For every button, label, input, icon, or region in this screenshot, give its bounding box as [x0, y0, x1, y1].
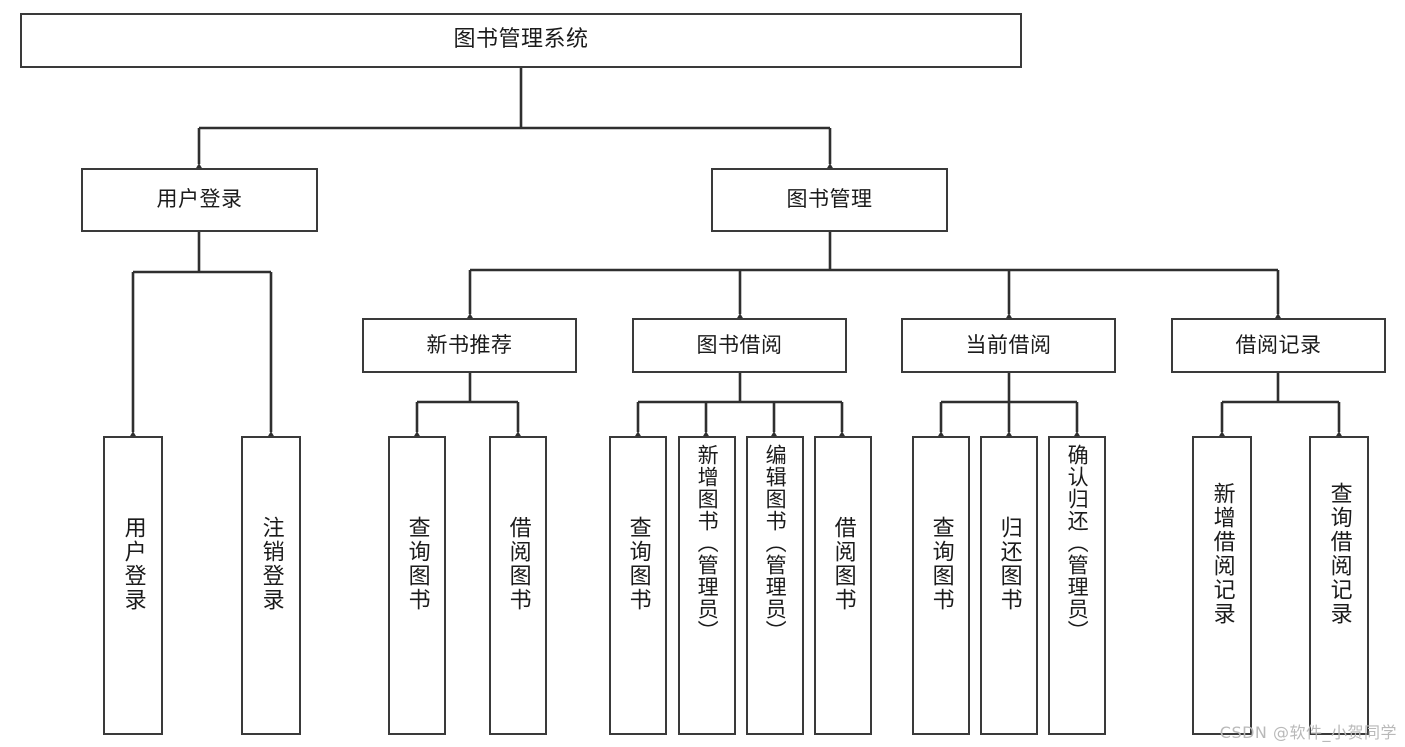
leaf-query-book-3-label: 查询图书: [928, 516, 954, 612]
leaf-query-borrow-record-label: 查询借阅记录: [1326, 482, 1352, 626]
leaf-return-book[interactable]: 归还图书: [980, 436, 1038, 735]
leaf-borrow-book-1-label: 借阅图书: [505, 516, 531, 612]
leaf-borrow-book-1[interactable]: 借阅图书: [489, 436, 547, 735]
node-book-management-label: 图书管理: [786, 187, 873, 212]
node-new-book-recommend-label: 新书推荐: [426, 332, 513, 357]
node-borrow-record-label: 借阅记录: [1235, 332, 1322, 357]
leaf-edit-book-admin[interactable]: 编辑图书（管理员）: [746, 436, 804, 735]
leaf-add-book-admin[interactable]: 新增图书（管理员）: [678, 436, 736, 735]
node-book-borrow[interactable]: 图书借阅: [632, 318, 847, 373]
leaf-user-login-label: 用户登录: [120, 516, 146, 612]
leaf-query-book-2-label: 查询图书: [625, 516, 651, 612]
node-root[interactable]: 图书管理系统: [20, 13, 1022, 68]
leaf-borrow-book-2[interactable]: 借阅图书: [814, 436, 872, 735]
leaf-user-login[interactable]: 用户登录: [103, 436, 163, 735]
leaf-add-borrow-record[interactable]: 新增借阅记录: [1192, 436, 1252, 735]
node-current-borrow-label: 当前借阅: [965, 332, 1052, 357]
leaf-return-book-label: 归还图书: [996, 516, 1022, 612]
leaf-confirm-return-admin-label: 确认归还（管理员）: [1065, 444, 1090, 642]
leaf-logout-login[interactable]: 注销登录: [241, 436, 301, 735]
node-book-borrow-label: 图书借阅: [696, 332, 783, 357]
leaf-query-book-3[interactable]: 查询图书: [912, 436, 970, 735]
leaf-edit-book-admin-label: 编辑图书（管理员）: [763, 444, 788, 642]
leaf-add-borrow-record-label: 新增借阅记录: [1209, 482, 1235, 626]
node-borrow-record[interactable]: 借阅记录: [1171, 318, 1386, 373]
leaf-query-book-2[interactable]: 查询图书: [609, 436, 667, 735]
node-new-book-recommend[interactable]: 新书推荐: [362, 318, 577, 373]
leaf-logout-login-label: 注销登录: [258, 516, 284, 612]
node-user-login-label: 用户登录: [156, 187, 243, 212]
node-user-login[interactable]: 用户登录: [81, 168, 318, 232]
leaf-query-book-1[interactable]: 查询图书: [388, 436, 446, 735]
leaf-borrow-book-2-label: 借阅图书: [830, 516, 856, 612]
node-current-borrow[interactable]: 当前借阅: [901, 318, 1116, 373]
node-book-management[interactable]: 图书管理: [711, 168, 948, 232]
leaf-query-borrow-record[interactable]: 查询借阅记录: [1309, 436, 1369, 735]
leaf-query-book-1-label: 查询图书: [404, 516, 430, 612]
node-root-label: 图书管理系统: [453, 27, 589, 53]
leaf-add-book-admin-label: 新增图书（管理员）: [695, 444, 720, 642]
leaf-confirm-return-admin[interactable]: 确认归还（管理员）: [1048, 436, 1106, 735]
watermark-text: CSDN @软件_小贺同学: [1219, 723, 1397, 742]
